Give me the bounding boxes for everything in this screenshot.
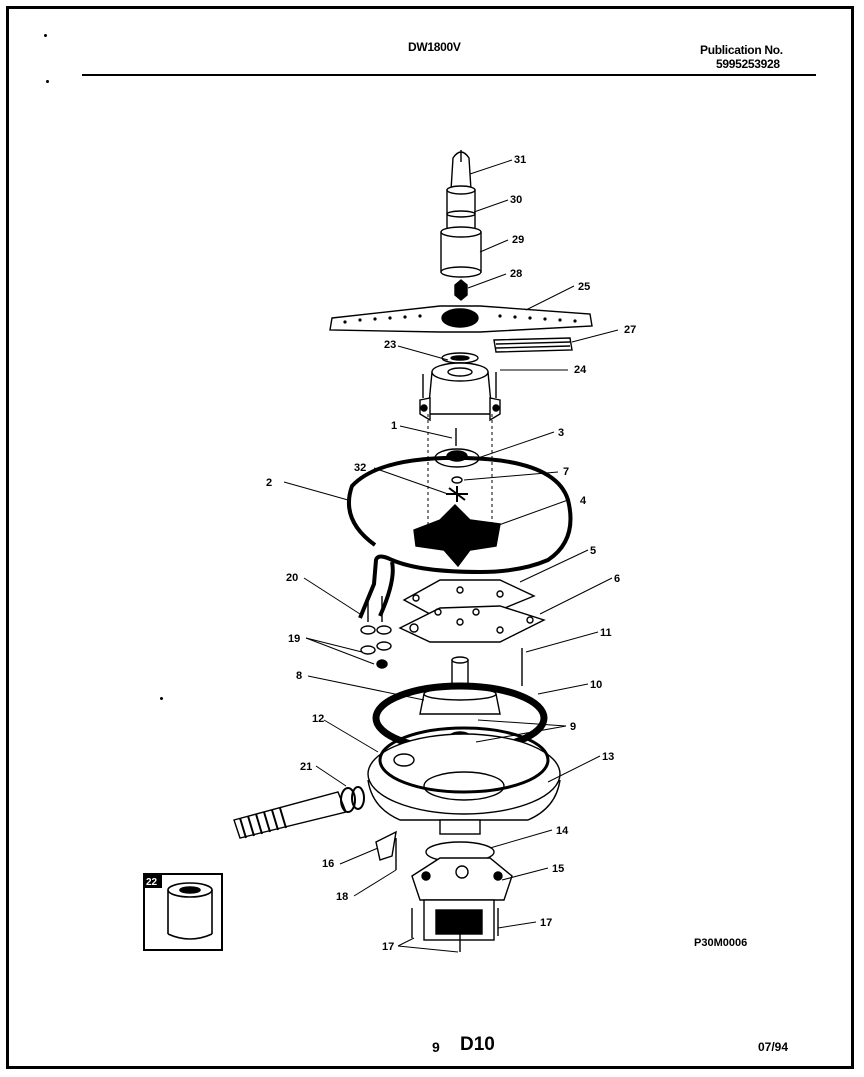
callout-21: 21	[300, 761, 312, 773]
spray-tube-cap	[450, 150, 472, 191]
header-rule	[82, 74, 816, 76]
callout-8: 8	[296, 670, 302, 682]
callout-32: 32	[354, 462, 366, 474]
callout-7: 7	[563, 466, 569, 478]
callout-9: 9	[570, 721, 576, 733]
callout-17: 17	[382, 941, 394, 953]
callout-19: 19	[288, 633, 300, 645]
pump-cover-cap	[441, 352, 479, 364]
spray-arm-nut	[454, 279, 468, 301]
callout-18: 18	[336, 891, 348, 903]
callout-31: 31	[514, 154, 526, 166]
spray-arm-deflector	[493, 337, 573, 353]
callout-14: 14	[556, 825, 569, 837]
callout-2: 2	[266, 477, 272, 489]
pump-base-gasket	[398, 605, 546, 643]
callout-16: 16	[322, 858, 334, 870]
sump-assembly	[367, 726, 561, 835]
callout-6: 6	[614, 573, 620, 585]
drain-hose	[233, 786, 365, 839]
motor	[423, 899, 495, 941]
scan-speck	[160, 697, 163, 700]
publication-label: Publication No.	[700, 43, 783, 57]
callout-15: 15	[552, 863, 564, 875]
scan-speck	[44, 34, 47, 37]
pump-gasket	[402, 579, 536, 615]
callout-1: 1	[391, 420, 397, 432]
o-ring	[451, 476, 463, 484]
callout-23: 23	[384, 339, 396, 351]
model-number: DW1800V	[408, 40, 461, 54]
callout-25: 25	[578, 281, 590, 293]
filter-cartridge	[167, 882, 213, 940]
callout-13: 13	[602, 751, 614, 763]
inset-box-22: 22	[143, 873, 223, 951]
hose-clip	[375, 830, 397, 861]
section-code: D10	[460, 1034, 495, 1055]
motor-mount	[411, 857, 513, 901]
callout-12: 12	[312, 713, 324, 725]
page-border	[6, 6, 854, 1069]
callout-11: 11	[600, 627, 612, 639]
callout-22: 22	[146, 877, 158, 888]
diagram-code: P30M0006	[694, 937, 747, 949]
impeller	[446, 486, 468, 502]
motor-shaft-hub	[419, 656, 501, 715]
terminal-nuts	[360, 596, 392, 669]
pump-housing	[419, 362, 501, 422]
callout-10: 10	[590, 679, 602, 691]
lower-spray-arm	[329, 305, 593, 333]
spray-tube-base	[440, 226, 482, 278]
callout-20: 20	[286, 572, 298, 584]
callout-17: 17	[540, 917, 552, 929]
callout-27: 27	[624, 324, 636, 336]
publication-number: 5995253928	[716, 57, 780, 71]
callout-30: 30	[510, 194, 522, 206]
scan-speck	[46, 80, 49, 83]
print-date: 07/94	[758, 1040, 789, 1054]
callout-3: 3	[558, 427, 564, 439]
callout-5: 5	[590, 545, 596, 557]
callout-24: 24	[574, 364, 587, 376]
page-number: 9	[432, 1039, 440, 1055]
callout-28: 28	[510, 268, 522, 280]
callout-4: 4	[580, 495, 587, 507]
callout-29: 29	[512, 234, 524, 246]
spray-tube-middle	[446, 185, 476, 231]
chopper-blade	[413, 504, 501, 568]
